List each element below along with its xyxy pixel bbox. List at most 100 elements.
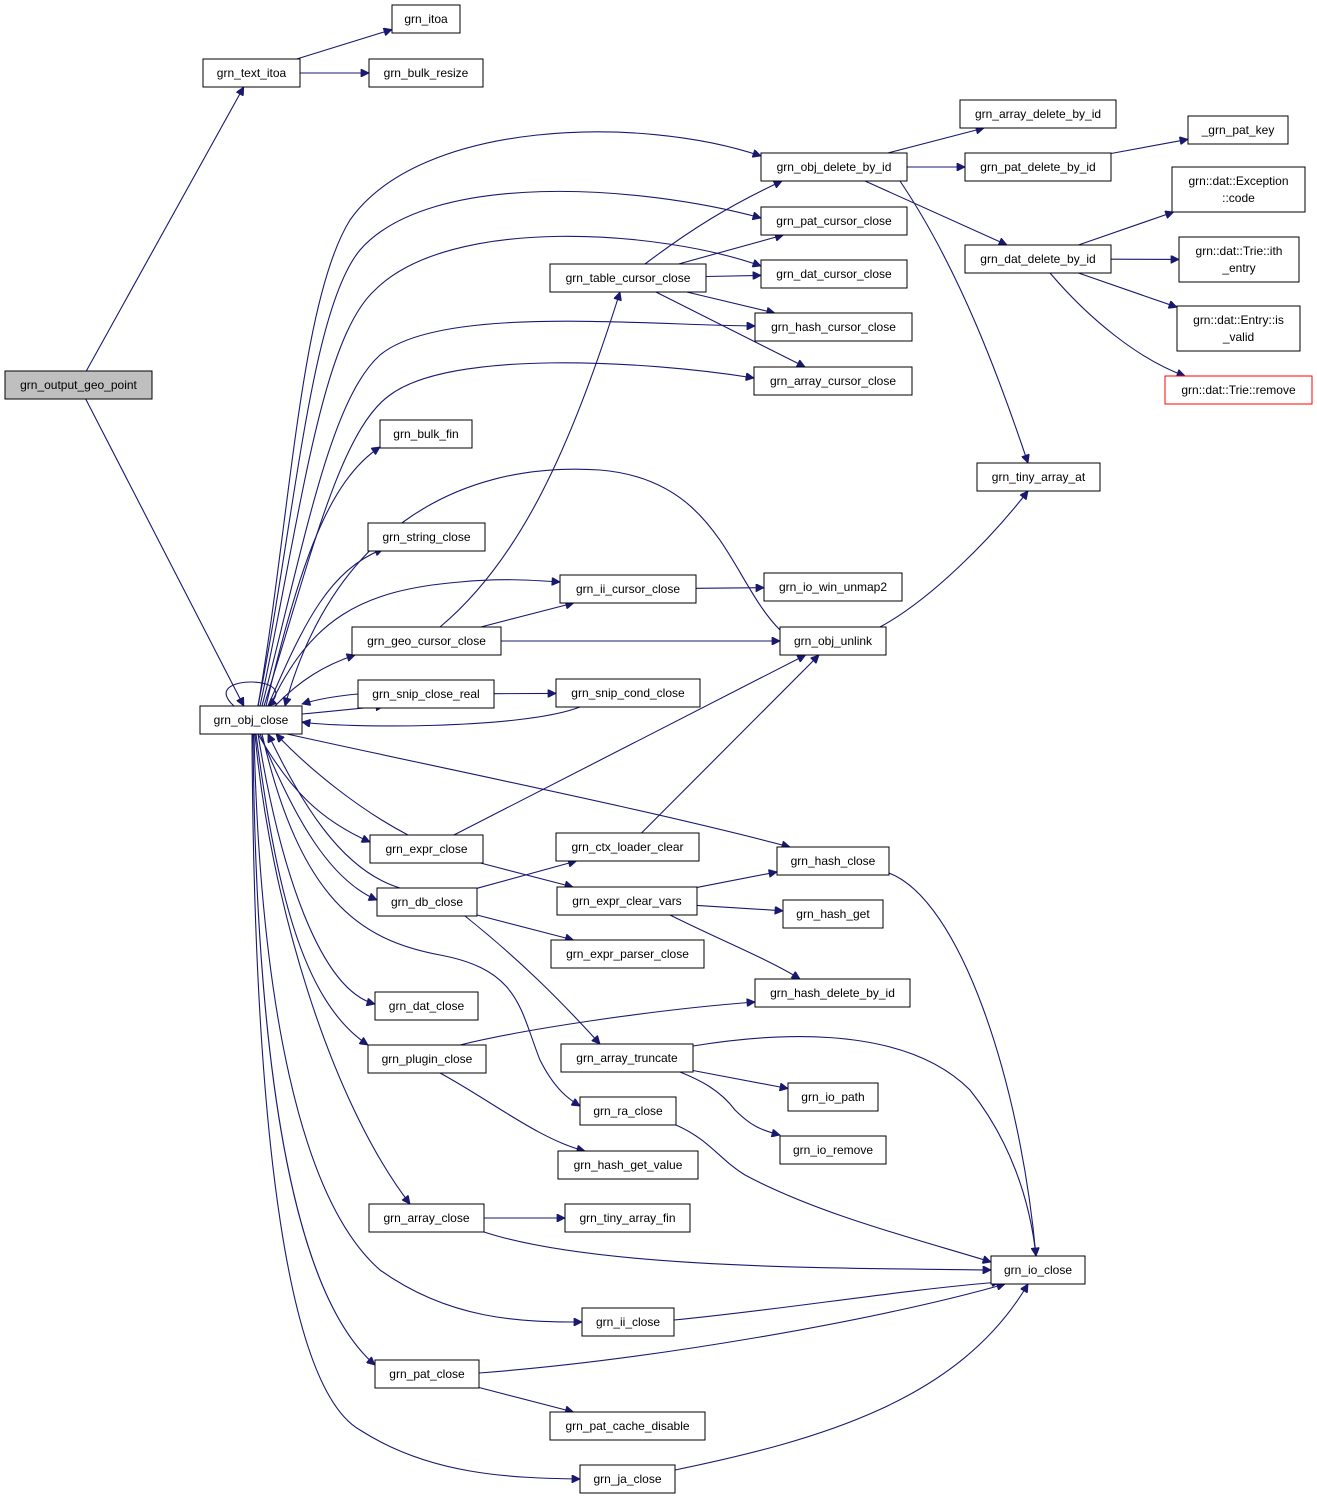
edge-ii_close-to-io_close: [673, 1282, 1000, 1321]
edge-obj_close-to-hash_cursor_close: [261, 320, 755, 707]
edge-obj_unlink-to-tiny_array_at: [879, 491, 1028, 628]
node-label: grn_text_itoa: [217, 66, 287, 80]
node-ii_cursor_close[interactable]: grn_ii_cursor_close: [559, 574, 697, 604]
node-expr_parser_close[interactable]: grn_expr_parser_close: [550, 939, 705, 969]
node-hash_close[interactable]: grn_hash_close: [776, 846, 890, 876]
node-io_path[interactable]: grn_io_path: [787, 1082, 879, 1112]
node-box: [369, 834, 484, 864]
node-array_cursor_close[interactable]: grn_array_cursor_close: [753, 366, 913, 396]
node-ra_close[interactable]: grn_ra_close: [579, 1096, 677, 1126]
node-bulk_fin[interactable]: grn_bulk_fin: [379, 419, 473, 449]
node-box: [357, 679, 495, 709]
node-pat_cache_disable[interactable]: grn_pat_cache_disable: [549, 1411, 706, 1441]
node-pat_delete_by_id[interactable]: grn_pat_delete_by_id: [964, 152, 1112, 182]
node-snip_close_real[interactable]: grn_snip_close_real: [357, 679, 495, 709]
node-box: [374, 991, 479, 1021]
edge-plugin_close-to-hash_delete_by_id: [459, 1002, 755, 1046]
node-string_close[interactable]: grn_string_close: [367, 522, 486, 552]
node-label: grn_io_close: [1004, 1263, 1072, 1277]
node-obj_close[interactable]: grn_obj_close: [199, 705, 303, 735]
node-text_itoa[interactable]: grn_text_itoa: [202, 58, 301, 88]
node-box: [760, 259, 908, 289]
node-io_win_unmap2[interactable]: grn_io_win_unmap2: [763, 572, 903, 602]
node-geo_cursor_close[interactable]: grn_geo_cursor_close: [351, 626, 502, 656]
node-box: [391, 4, 461, 34]
edge-obj_close-to-geo_cursor_close: [274, 655, 355, 707]
node-pat_close[interactable]: grn_pat_close: [374, 1359, 480, 1389]
node-box: [964, 244, 1112, 274]
node-array_close[interactable]: grn_array_close: [368, 1203, 485, 1233]
node-ith_entry[interactable]: grn::dat::Trie::ith_entry: [1178, 236, 1300, 283]
edge-array_close-to-io_close: [483, 1231, 991, 1270]
node-_grn_pat_key[interactable]: _grn_pat_key: [1187, 115, 1289, 145]
node-dat_delete_by_id[interactable]: grn_dat_delete_by_id: [964, 244, 1112, 274]
node-root[interactable]: grn_output_geo_point: [4, 370, 153, 400]
node-obj_delete_by_id[interactable]: grn_obj_delete_by_id: [760, 152, 908, 182]
node-ja_close[interactable]: grn_ja_close: [579, 1464, 676, 1494]
node-box: [564, 1203, 691, 1233]
node-box: [367, 1044, 487, 1074]
edge-ja_close-to-io_close: [674, 1284, 1029, 1471]
node-box: [1176, 305, 1301, 352]
node-box: [367, 522, 486, 552]
node-box: [763, 572, 903, 602]
node-expr_clear_vars[interactable]: grn_expr_clear_vars: [556, 886, 698, 916]
node-expr_close[interactable]: grn_expr_close: [369, 834, 484, 864]
node-array_truncate[interactable]: grn_array_truncate: [560, 1043, 694, 1073]
node-io_close[interactable]: grn_io_close: [990, 1255, 1086, 1285]
node-label: grn_snip_close_real: [372, 687, 479, 701]
edge-db_close-to-obj_close: [268, 734, 401, 889]
edge-db_close-to-ctx_loader_clear: [476, 861, 577, 889]
node-label: grn_hash_delete_by_id: [770, 986, 895, 1000]
node-obj_unlink[interactable]: grn_obj_unlink: [779, 626, 887, 656]
node-label: ::code: [1222, 191, 1255, 205]
node-box: [990, 1255, 1086, 1285]
node-pat_cursor_close[interactable]: grn_pat_cursor_close: [760, 206, 908, 236]
node-hash_get_value[interactable]: grn_hash_get_value: [557, 1150, 699, 1180]
node-box: [782, 899, 884, 929]
node-label: grn_output_geo_point: [20, 378, 137, 392]
node-hash_get[interactable]: grn_hash_get: [782, 899, 884, 929]
edge-obj_close-to-ja_close: [251, 733, 580, 1479]
node-io_remove[interactable]: grn_io_remove: [779, 1135, 887, 1165]
node-label: grn_obj_close: [214, 713, 289, 727]
node-tiny_array_at[interactable]: grn_tiny_array_at: [976, 462, 1101, 492]
node-tiny_array_fin[interactable]: grn_tiny_array_fin: [564, 1203, 691, 1233]
node-dat_cursor_close[interactable]: grn_dat_cursor_close: [760, 259, 908, 289]
node-table_cursor_close[interactable]: grn_table_cursor_close: [549, 263, 707, 293]
node-label: _grn_pat_key: [1201, 123, 1275, 137]
node-label: grn_dat_close: [389, 999, 465, 1013]
node-label: grn_dat_delete_by_id: [980, 252, 1095, 266]
node-label: grn_ii_cursor_close: [576, 582, 680, 596]
edge-expr_close-to-obj_close: [276, 734, 409, 836]
node-ii_close[interactable]: grn_ii_close: [581, 1307, 675, 1337]
node-label: grn_tiny_array_at: [992, 470, 1086, 484]
edge-root-to-obj_close: [85, 398, 245, 706]
node-bulk_resize[interactable]: grn_bulk_resize: [368, 58, 484, 88]
node-box: [787, 1082, 879, 1112]
node-hash_cursor_close[interactable]: grn_hash_cursor_close: [754, 312, 913, 342]
node-box: [555, 832, 700, 862]
edge-geo_cursor_close-to-ii_cursor_close: [480, 603, 574, 628]
node-db_close[interactable]: grn_db_close: [376, 887, 478, 917]
node-is_valid[interactable]: grn::dat::Entry::is_valid: [1176, 305, 1301, 352]
node-exc_code[interactable]: grn::dat::Exception::code: [1171, 166, 1306, 213]
node-ctx_loader_clear[interactable]: grn_ctx_loader_clear: [555, 832, 700, 862]
edge-array_truncate-to-io_remove: [679, 1071, 780, 1135]
edge-obj_close-to-array_close: [254, 733, 410, 1204]
node-hash_delete_by_id[interactable]: grn_hash_delete_by_id: [754, 978, 911, 1008]
node-snip_cond_close[interactable]: grn_snip_cond_close: [555, 678, 701, 708]
node-box: [379, 419, 473, 449]
edge-snip_close_real-to-obj_close: [302, 693, 359, 704]
node-trie_remove[interactable]: grn::dat::Trie::remove: [1164, 375, 1313, 405]
node-itoa[interactable]: grn_itoa: [391, 4, 461, 34]
node-box: [776, 846, 890, 876]
node-box: [1178, 236, 1300, 283]
node-label: grn_ctx_loader_clear: [571, 840, 683, 854]
node-plugin_close[interactable]: grn_plugin_close: [367, 1044, 487, 1074]
edge-obj_close-to-string_close: [267, 549, 383, 707]
node-array_delete_by_id[interactable]: grn_array_delete_by_id: [959, 99, 1117, 129]
node-box: [964, 152, 1112, 182]
edge-plugin_close-to-hash_get_value: [439, 1072, 585, 1151]
node-dat_close[interactable]: grn_dat_close: [374, 991, 479, 1021]
